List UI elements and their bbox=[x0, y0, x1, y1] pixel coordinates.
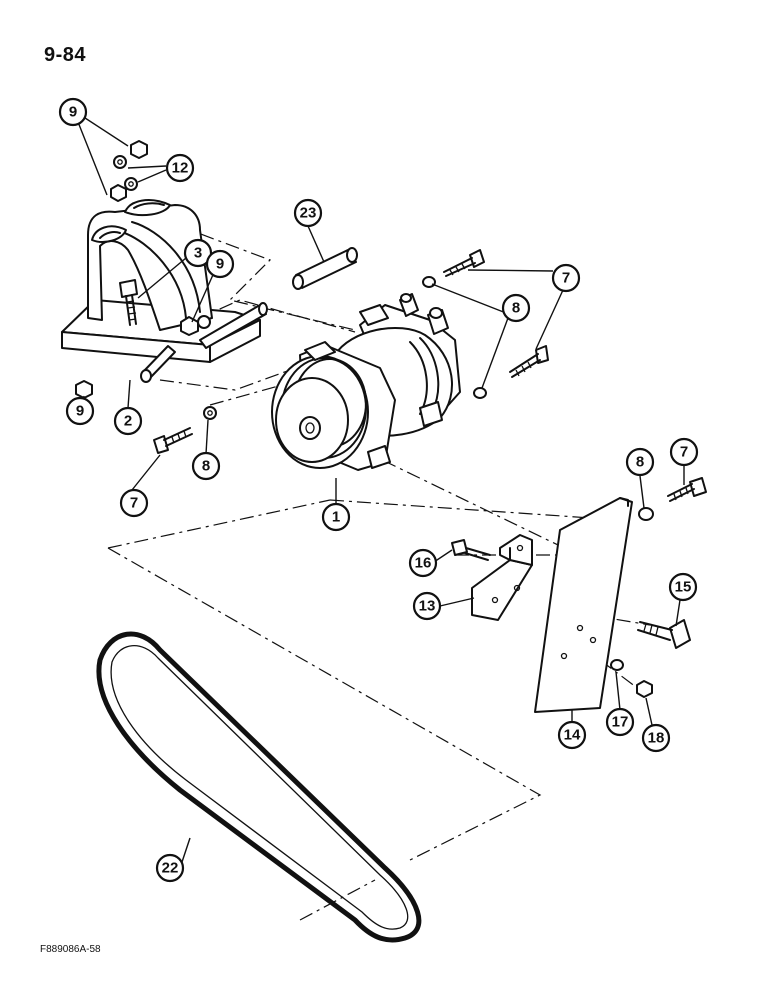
callout-label: 8 bbox=[636, 454, 644, 471]
callout-label: 15 bbox=[675, 579, 692, 596]
callout-7-right: 7 bbox=[669, 437, 699, 467]
callout-label: 22 bbox=[162, 860, 179, 877]
callout-13: 13 bbox=[412, 591, 442, 621]
callout-9-mid: 9 bbox=[205, 249, 235, 279]
figure-code: F889086A-58 bbox=[40, 944, 101, 955]
callout-7-top-right: 7 bbox=[551, 263, 581, 293]
leader-lines bbox=[77, 115, 685, 863]
mounting-bracket bbox=[61, 199, 268, 383]
callout-2: 2 bbox=[113, 406, 143, 436]
callout-label: 7 bbox=[562, 270, 570, 287]
callout-label: 18 bbox=[648, 730, 665, 747]
callout-label: 2 bbox=[124, 413, 132, 430]
callout-label: 8 bbox=[512, 300, 520, 317]
callout-18: 18 bbox=[641, 723, 671, 753]
callout-8-left: 8 bbox=[191, 451, 221, 481]
callout-label: 7 bbox=[130, 495, 138, 512]
callout-12: 12 bbox=[165, 153, 195, 183]
callout-23: 23 bbox=[293, 198, 323, 228]
callout-15: 15 bbox=[668, 572, 698, 602]
callout-8-top-right: 8 bbox=[501, 293, 531, 323]
callout-14: 14 bbox=[557, 720, 587, 750]
callout-8-right: 8 bbox=[625, 447, 655, 477]
callout-label: 1 bbox=[332, 509, 340, 526]
adjusting-brackets bbox=[451, 477, 707, 713]
callout-label: 17 bbox=[612, 714, 629, 731]
callout-label: 9 bbox=[76, 403, 84, 420]
spacer-tube bbox=[292, 247, 358, 290]
callout-9-top: 9 bbox=[58, 97, 88, 127]
callout-label: 7 bbox=[680, 444, 688, 461]
callout-label: 14 bbox=[564, 727, 581, 744]
drive-belt bbox=[96, 631, 422, 943]
callout-1: 1 bbox=[321, 502, 351, 532]
callout-label: 23 bbox=[300, 205, 317, 222]
callout-label: 3 bbox=[194, 245, 202, 262]
hardware-top-left bbox=[75, 140, 211, 399]
callout-label: 12 bbox=[172, 160, 189, 177]
compressor bbox=[271, 293, 461, 471]
callout-label: 8 bbox=[202, 458, 210, 475]
page-number: 9-84 bbox=[44, 44, 87, 66]
callout-label: 9 bbox=[69, 104, 77, 121]
callout-22: 22 bbox=[155, 853, 185, 883]
bolt-3 bbox=[119, 279, 138, 326]
callout-label: 9 bbox=[216, 256, 224, 273]
callout-17: 17 bbox=[605, 707, 635, 737]
callout-label: 16 bbox=[415, 555, 432, 572]
callout-3: 3 bbox=[183, 238, 213, 268]
callout-7-left: 7 bbox=[119, 488, 149, 518]
callout-label: 13 bbox=[419, 598, 436, 615]
callout-9-left: 9 bbox=[65, 396, 95, 426]
callout-16: 16 bbox=[408, 548, 438, 578]
